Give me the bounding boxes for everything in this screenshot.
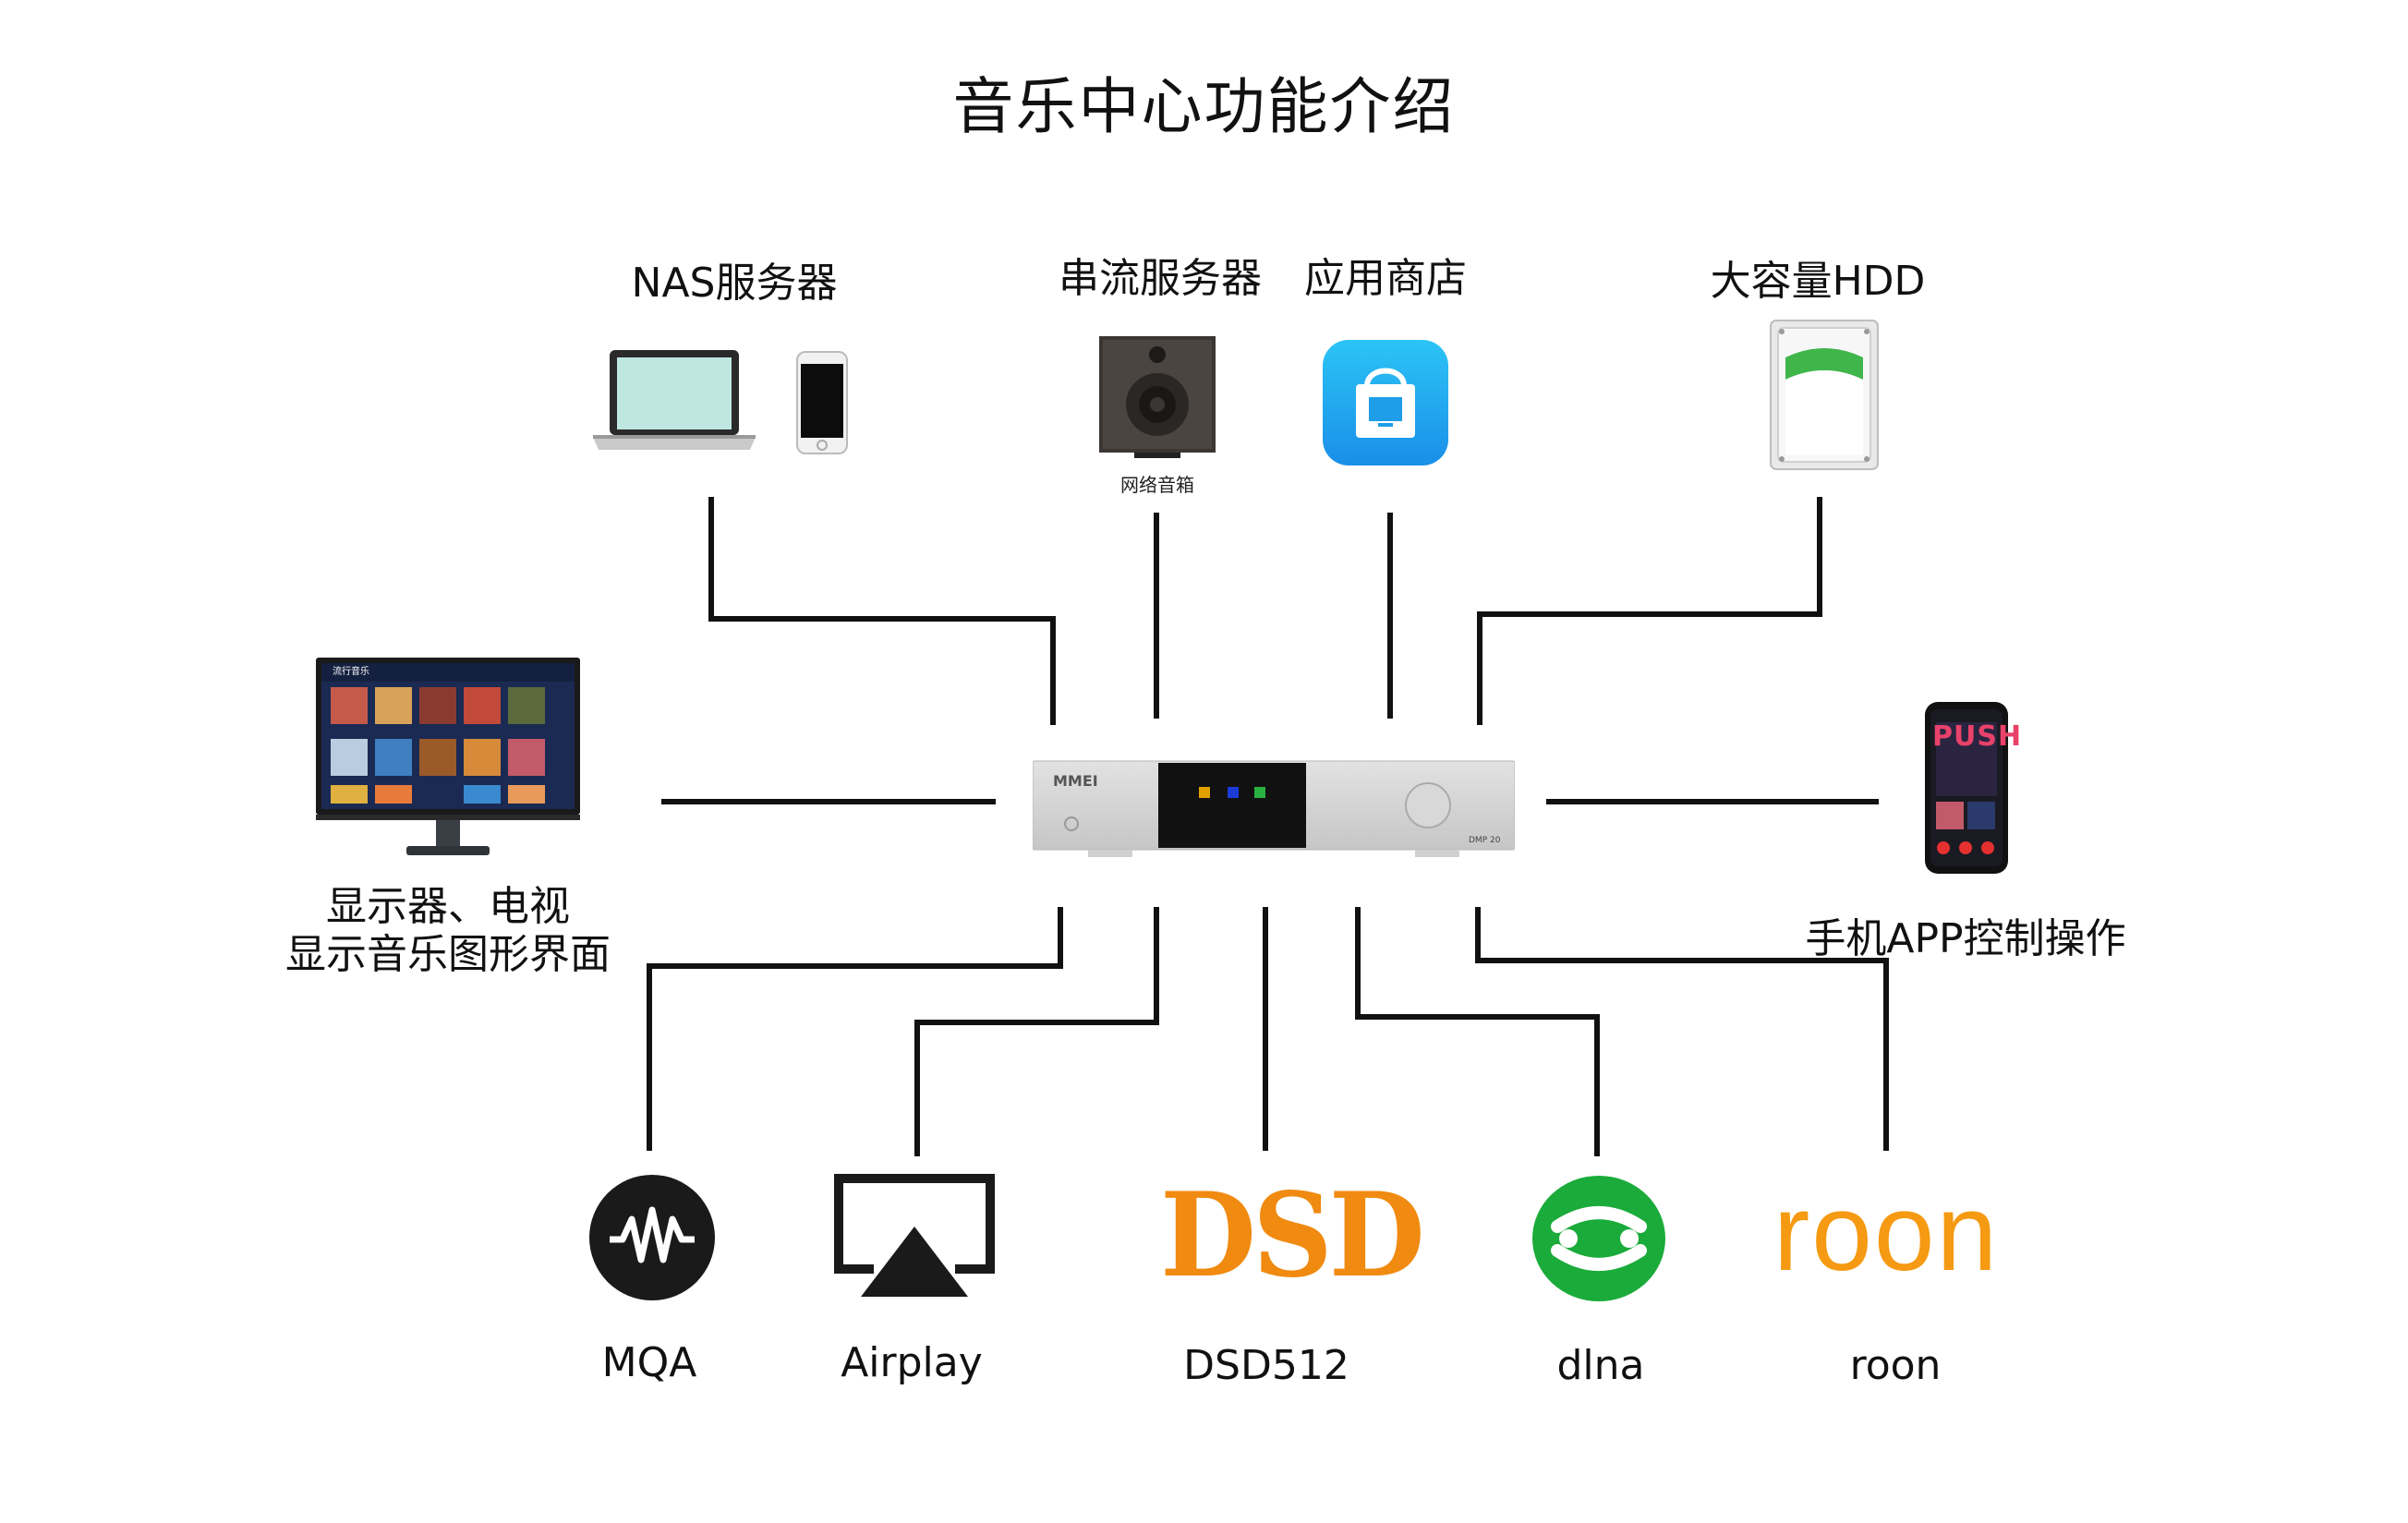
mqa-logo-icon	[589, 1175, 715, 1300]
stream-sub-label: 网络音箱	[1120, 474, 1194, 496]
diagram-title: 音乐中心功能介绍	[952, 71, 1456, 142]
roon-logo-icon: roon	[1773, 1172, 2000, 1294]
line-airplay	[914, 907, 1159, 1156]
device-brand: MMEI	[1053, 772, 1098, 790]
appstore-label: 应用商店	[1304, 255, 1467, 302]
phone-app-icon	[1925, 702, 2008, 874]
airplay-logo-icon	[834, 1174, 995, 1297]
dsd-label: DSD512	[1183, 1342, 1349, 1389]
line-roon	[1475, 907, 1889, 1151]
line-mqa	[647, 907, 1063, 1151]
mqa-label: MQA	[601, 1339, 697, 1386]
hard-drive-icon	[1770, 320, 1879, 470]
dlna-label: dlna	[1556, 1342, 1645, 1389]
smartphone-icon	[796, 351, 848, 454]
roon-label: roon	[1849, 1342, 1942, 1389]
line-hdd	[1477, 497, 1822, 725]
dlna-logo-icon	[1532, 1176, 1665, 1301]
stream-label: 串流服务器	[1059, 255, 1262, 302]
monitor-screen-header: 流行音乐	[333, 667, 369, 677]
speaker-icon	[1099, 336, 1216, 458]
dsd-logo-icon: DSD	[1160, 1166, 1425, 1304]
display-label-line2: 显示音乐图形界面	[285, 931, 611, 978]
line-nas	[708, 497, 1056, 725]
nas-label: NAS服务器	[631, 260, 838, 307]
laptop-icon	[593, 350, 756, 450]
app-store-icon	[1323, 340, 1448, 465]
airplay-label: Airplay	[841, 1339, 983, 1386]
hdd-label: 大容量HDD	[1710, 258, 1926, 305]
phone-app-label: 手机APP控制操作	[1805, 915, 2126, 962]
phone-screen-text: PUSH	[1932, 720, 2023, 753]
music-center-device	[1033, 760, 1515, 857]
monitor-icon	[316, 658, 580, 855]
line-dlna	[1355, 907, 1600, 1156]
display-label-line1: 显示器、电视	[326, 883, 570, 930]
device-model: DMP 20	[1469, 836, 1501, 845]
